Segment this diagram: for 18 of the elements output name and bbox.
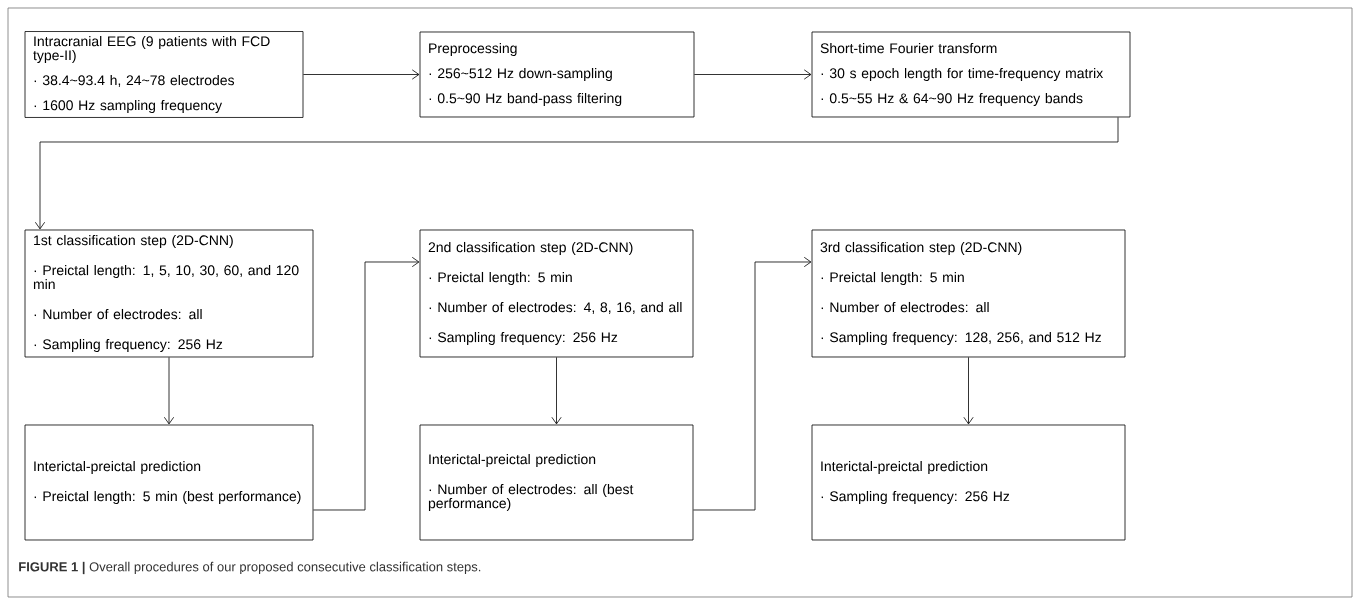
arrow: [551, 357, 562, 425]
arrow: [163, 357, 175, 425]
arrow: [963, 357, 974, 425]
process-box: 3rd classification step (2D-CNN) · Preictal length: 5 min · Number of electrodes: all · Sampling frequency: 128, 256, and 512 Hz: [811, 229, 1126, 358]
arrow: [34, 117, 1119, 230]
process-box: 1st classification step (2D-CNN) · Preictal length: 1, 5, 10, 30, 60, and 120 min · Number of electrodes: all · Sampling frequency: 256 Hz: [24, 229, 314, 358]
process-box: Interictal-preictal prediction · Preictal length: 5 min (best performance): [24, 424, 314, 541]
process-box: Interictal-preictal prediction · Number of electrodes: all (best performance): [419, 424, 694, 541]
process-box: Interictal-preictal prediction · Sampling frequency: 256 Hz: [811, 424, 1126, 541]
arrow: [303, 69, 420, 80]
arrow: [693, 256, 812, 511]
process-box: Intracranial EEG (9 patients with FCD type-II) · 38.4~93.4 h, 24~78 electrodes · 1600 Hz sampling frequency: [24, 31, 304, 118]
arrow: [313, 256, 420, 511]
caption: FIGURE 1 | Overall procedures of our proposed consecutive classification steps.: [19, 561, 481, 575]
process-box: Short-time Fourier transform · 30 s epoch length for time-frequency matrix · 0.5~55 Hz & 64~90 Hz frequency bands: [811, 31, 1131, 118]
process-box: Preprocessing · 256~512 Hz down-sampling · 0.5~90 Hz band-pass filtering: [419, 31, 695, 118]
process-box: 2nd classification step (2D-CNN) · Preictal length: 5 min · Number of electrodes: 4, 8, 16, and all · Sampling frequency: 256 Hz: [419, 229, 694, 358]
arrow: [694, 69, 812, 80]
